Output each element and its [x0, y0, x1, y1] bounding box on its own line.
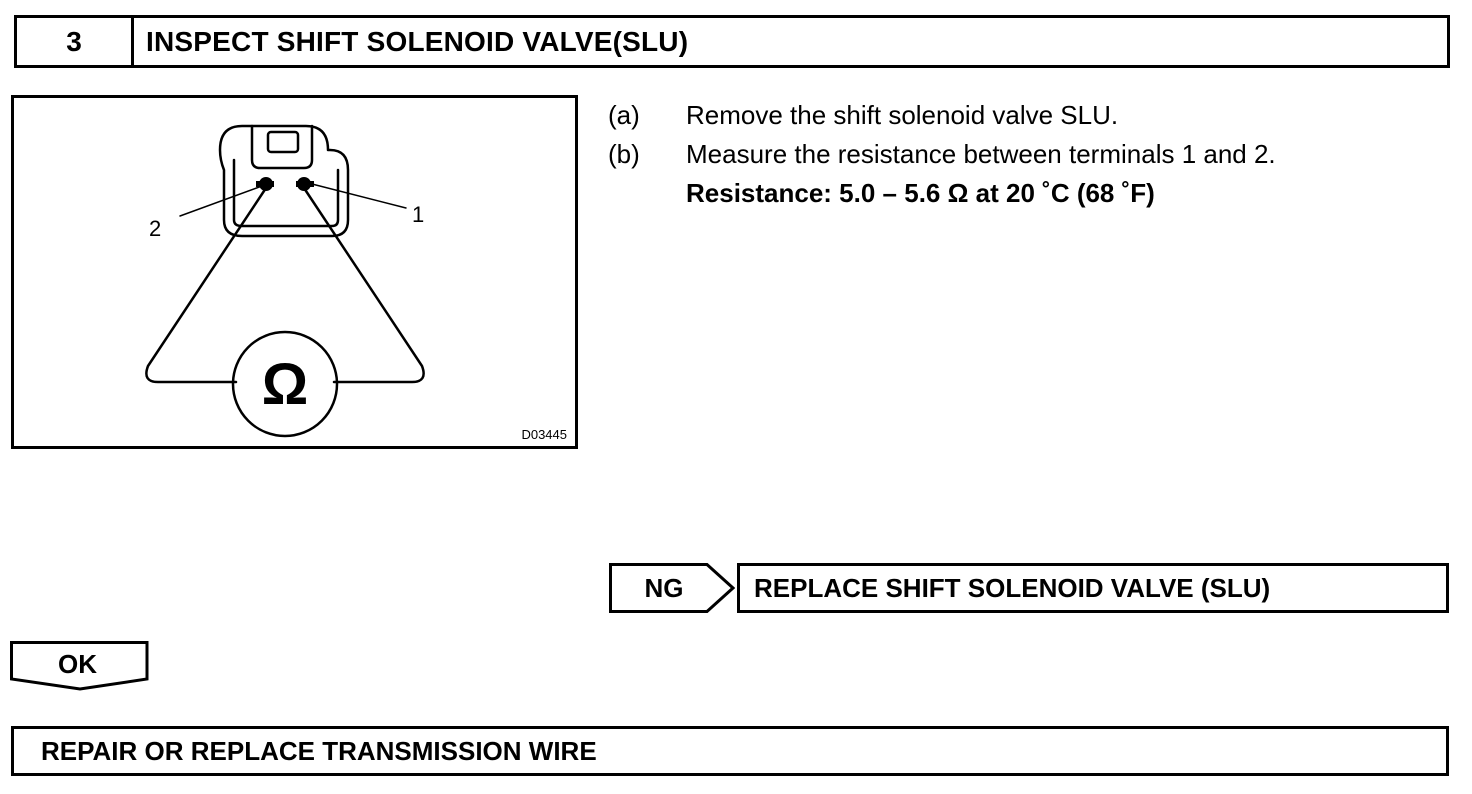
- instruction-text: Remove the shift solenoid valve SLU.: [686, 100, 1119, 130]
- instruction-item: (a) Remove the shift solenoid valve SLU.: [608, 96, 1458, 135]
- final-result-box: REPAIR OR REPLACE TRANSMISSION WIRE: [11, 726, 1449, 776]
- resistance-specification: Resistance: 5.0 – 5.6 Ω at 20 ˚C (68 ˚F): [686, 178, 1155, 208]
- instruction-marker: (a): [608, 100, 640, 130]
- ohmmeter-icon: [231, 330, 339, 438]
- terminal-label-1: 1: [412, 202, 425, 227]
- instructions: (a) Remove the shift solenoid valve SLU.…: [608, 96, 1458, 213]
- instruction-text: Measure the resistance between terminals…: [686, 139, 1276, 169]
- ng-result-box: REPLACE SHIFT SOLENOID VALVE (SLU): [737, 563, 1449, 613]
- step-number: 3: [17, 18, 134, 65]
- ok-label: OK: [58, 648, 97, 679]
- ohm-symbol: Ω: [262, 352, 309, 417]
- inspection-figure: Ω 2 1 D03445: [11, 95, 578, 449]
- connector-icon: [218, 124, 350, 238]
- connector-diagram: Ω: [145, 124, 425, 438]
- step-header: 3 INSPECT SHIFT SOLENOID VALVE(SLU): [14, 15, 1450, 68]
- figure-code: D03445: [521, 427, 567, 442]
- terminal-label-2: 2: [149, 216, 162, 241]
- step-title: INSPECT SHIFT SOLENOID VALVE(SLU): [146, 25, 689, 57]
- instruction-item: (b) Measure the resistance between termi…: [608, 135, 1458, 174]
- instruction-marker: (b): [608, 139, 640, 169]
- ok-arrow-tag: [10, 641, 149, 691]
- ng-arrow-tag: [609, 563, 735, 613]
- ng-label: NG: [644, 572, 684, 603]
